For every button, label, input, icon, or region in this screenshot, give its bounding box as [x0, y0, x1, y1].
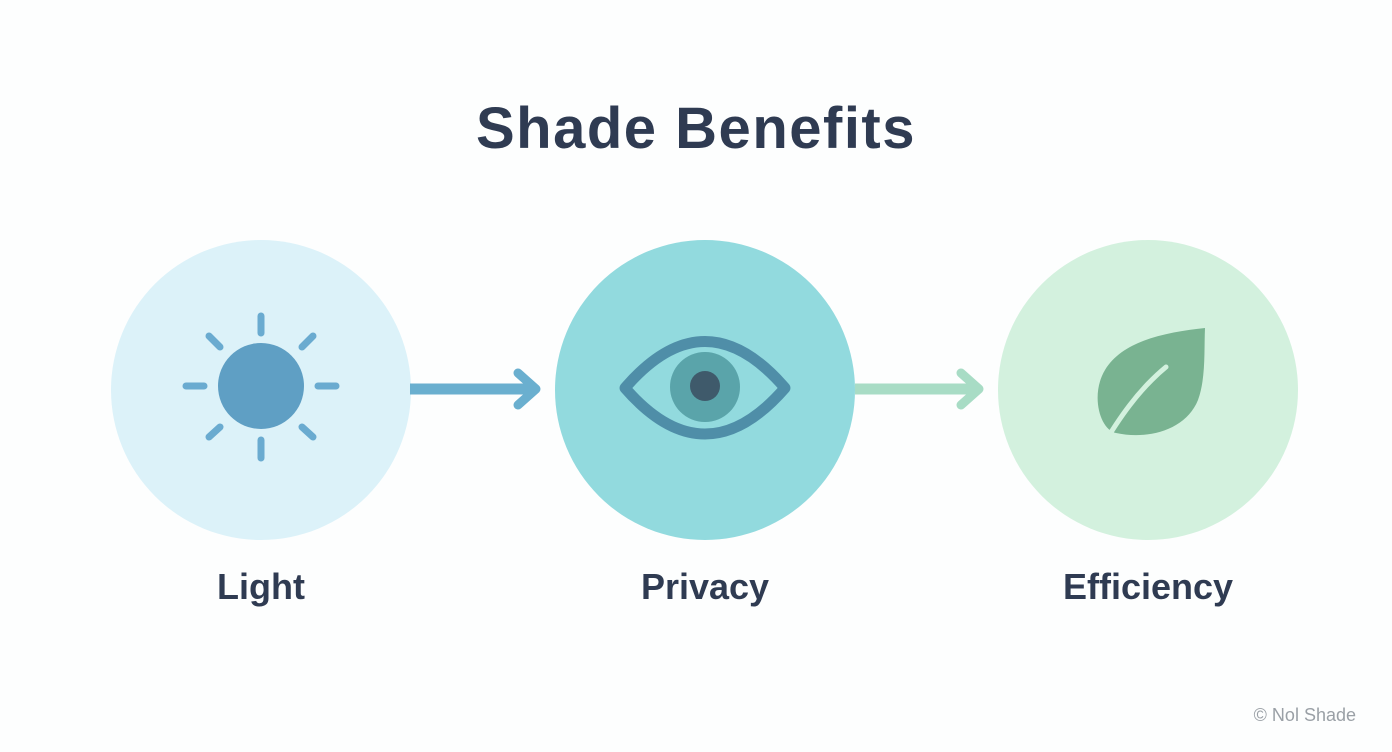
privacy-label: Privacy [640, 566, 770, 607]
diagram-title: Shade Benefits [476, 96, 916, 161]
privacy-node [555, 240, 855, 540]
efficiency-node [998, 240, 1298, 540]
light-label: Light [217, 566, 305, 607]
copyright-text: © Nol Shade [1253, 705, 1356, 725]
efficiency-label: Efficiency [1062, 566, 1234, 607]
arrow-right-icon [855, 368, 984, 410]
sun-icon [182, 312, 340, 462]
eye-icon [619, 336, 791, 440]
leaf-icon [1097, 328, 1205, 450]
light-node [111, 240, 411, 540]
arrow-right-icon [410, 368, 541, 410]
